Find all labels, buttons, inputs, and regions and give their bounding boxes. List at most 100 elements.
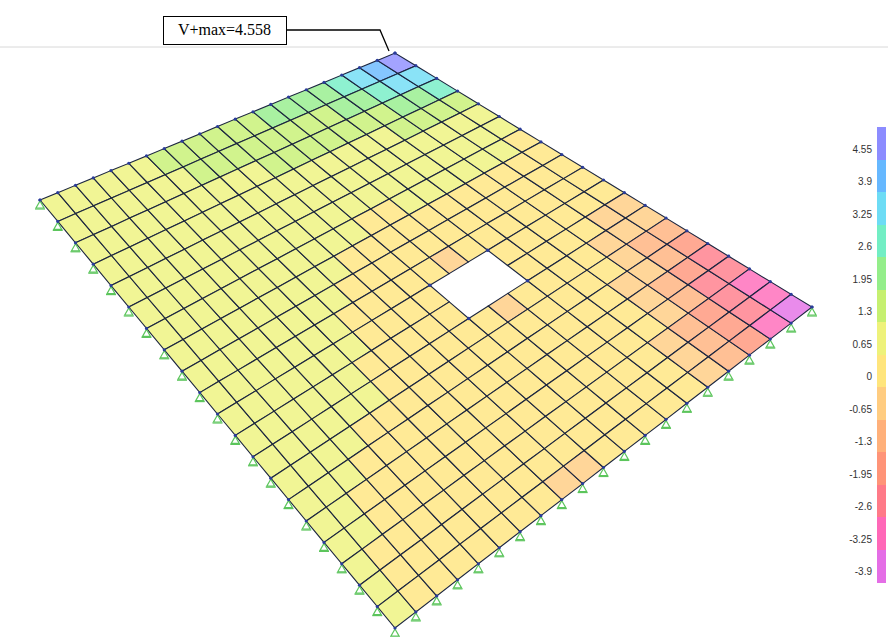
support-symbol bbox=[301, 529, 311, 530]
support-symbol bbox=[536, 524, 546, 525]
mesh-node bbox=[467, 317, 471, 321]
mesh-node bbox=[526, 279, 530, 283]
support-symbol bbox=[302, 522, 310, 529]
support-symbol bbox=[725, 372, 733, 379]
support-symbol bbox=[578, 492, 588, 493]
support-symbol bbox=[71, 251, 81, 252]
top-rule bbox=[0, 47, 888, 48]
support-symbol bbox=[337, 572, 347, 573]
mesh-node bbox=[180, 370, 183, 373]
mesh-node bbox=[486, 248, 490, 252]
mesh-node bbox=[38, 198, 41, 201]
support-symbol bbox=[683, 404, 691, 411]
support-symbol bbox=[72, 244, 80, 251]
legend-value: -3.9 bbox=[855, 566, 872, 577]
mesh-node bbox=[305, 519, 308, 522]
mesh-node bbox=[602, 466, 605, 469]
mesh-node bbox=[198, 132, 201, 135]
mesh-node bbox=[644, 204, 647, 207]
support-symbol bbox=[54, 222, 62, 229]
mesh-node bbox=[340, 562, 343, 565]
mesh-node bbox=[623, 450, 626, 453]
legend-value: 0.65 bbox=[853, 339, 872, 350]
mesh-node bbox=[560, 153, 563, 156]
mesh-node bbox=[163, 348, 166, 351]
support-symbol bbox=[36, 201, 44, 208]
support-symbol bbox=[599, 476, 609, 477]
mesh-node bbox=[748, 354, 751, 357]
mesh-node bbox=[145, 154, 148, 157]
legend-swatch bbox=[877, 257, 886, 290]
mesh-node bbox=[519, 128, 522, 131]
mesh-node bbox=[414, 610, 417, 613]
mesh-node bbox=[435, 594, 438, 597]
legend-swatch bbox=[877, 485, 886, 518]
mesh-node bbox=[163, 147, 166, 150]
support-symbol bbox=[372, 615, 382, 616]
support-symbol bbox=[619, 460, 629, 461]
legend-value: -0.65 bbox=[849, 404, 872, 415]
mesh-node bbox=[602, 178, 605, 181]
support-symbol bbox=[213, 422, 223, 423]
mesh-node bbox=[56, 191, 59, 194]
support-symbol bbox=[391, 629, 399, 636]
mesh-node bbox=[216, 125, 219, 128]
mesh-node bbox=[498, 115, 501, 118]
mesh-node bbox=[477, 562, 480, 565]
support-symbol bbox=[807, 315, 817, 316]
mesh-node bbox=[810, 305, 813, 308]
legend-swatch bbox=[877, 192, 886, 225]
mesh-node bbox=[269, 103, 272, 106]
mesh-node bbox=[790, 321, 793, 324]
support-symbol bbox=[744, 364, 754, 365]
callout-box: V+max=4.558 bbox=[163, 16, 287, 45]
support-symbol bbox=[285, 501, 293, 508]
max-value-label: V+max=4.558 bbox=[178, 21, 271, 39]
legend-value: 4.55 bbox=[853, 144, 872, 155]
mesh-node bbox=[519, 530, 522, 533]
mesh-node bbox=[414, 64, 417, 67]
support-symbol bbox=[641, 436, 649, 443]
mesh-node bbox=[376, 59, 379, 62]
support-symbol bbox=[557, 508, 567, 509]
support-symbol bbox=[411, 620, 421, 621]
legend-swatch bbox=[877, 387, 886, 420]
support-symbol bbox=[196, 394, 204, 401]
legend-swatch bbox=[877, 127, 886, 160]
support-symbol bbox=[267, 479, 275, 486]
mesh-node bbox=[180, 140, 183, 143]
legend-swatch bbox=[877, 355, 886, 388]
support-symbol bbox=[390, 636, 400, 637]
legend-value: 2.6 bbox=[858, 241, 872, 252]
support-symbol bbox=[160, 351, 168, 358]
support-symbol bbox=[88, 273, 98, 274]
mesh-node bbox=[539, 140, 542, 143]
legend-swatch bbox=[877, 452, 886, 485]
support-symbol bbox=[454, 581, 462, 588]
support-symbol bbox=[704, 388, 712, 395]
mesh-node bbox=[358, 584, 361, 587]
mesh-node bbox=[251, 455, 254, 458]
mesh-node bbox=[790, 293, 793, 296]
mesh-node bbox=[74, 241, 77, 244]
legend-swatch bbox=[877, 322, 886, 355]
mesh-node bbox=[477, 102, 480, 105]
support-symbol bbox=[494, 556, 504, 557]
support-symbol bbox=[373, 608, 381, 615]
legend-swatch bbox=[877, 290, 886, 323]
support-symbol bbox=[579, 485, 587, 492]
support-symbol bbox=[124, 315, 134, 316]
mesh-node bbox=[145, 327, 148, 330]
mesh-node bbox=[581, 166, 584, 169]
support-symbol bbox=[231, 436, 239, 443]
mesh-node bbox=[251, 110, 254, 113]
mesh-node bbox=[685, 402, 688, 405]
mesh-node bbox=[685, 229, 688, 232]
mesh-node bbox=[581, 482, 584, 485]
legend-swatch bbox=[877, 550, 886, 583]
support-symbol bbox=[412, 613, 420, 620]
support-symbol bbox=[620, 452, 628, 459]
mesh-node bbox=[74, 184, 77, 187]
support-symbol bbox=[266, 487, 276, 488]
mesh-node bbox=[706, 386, 709, 389]
